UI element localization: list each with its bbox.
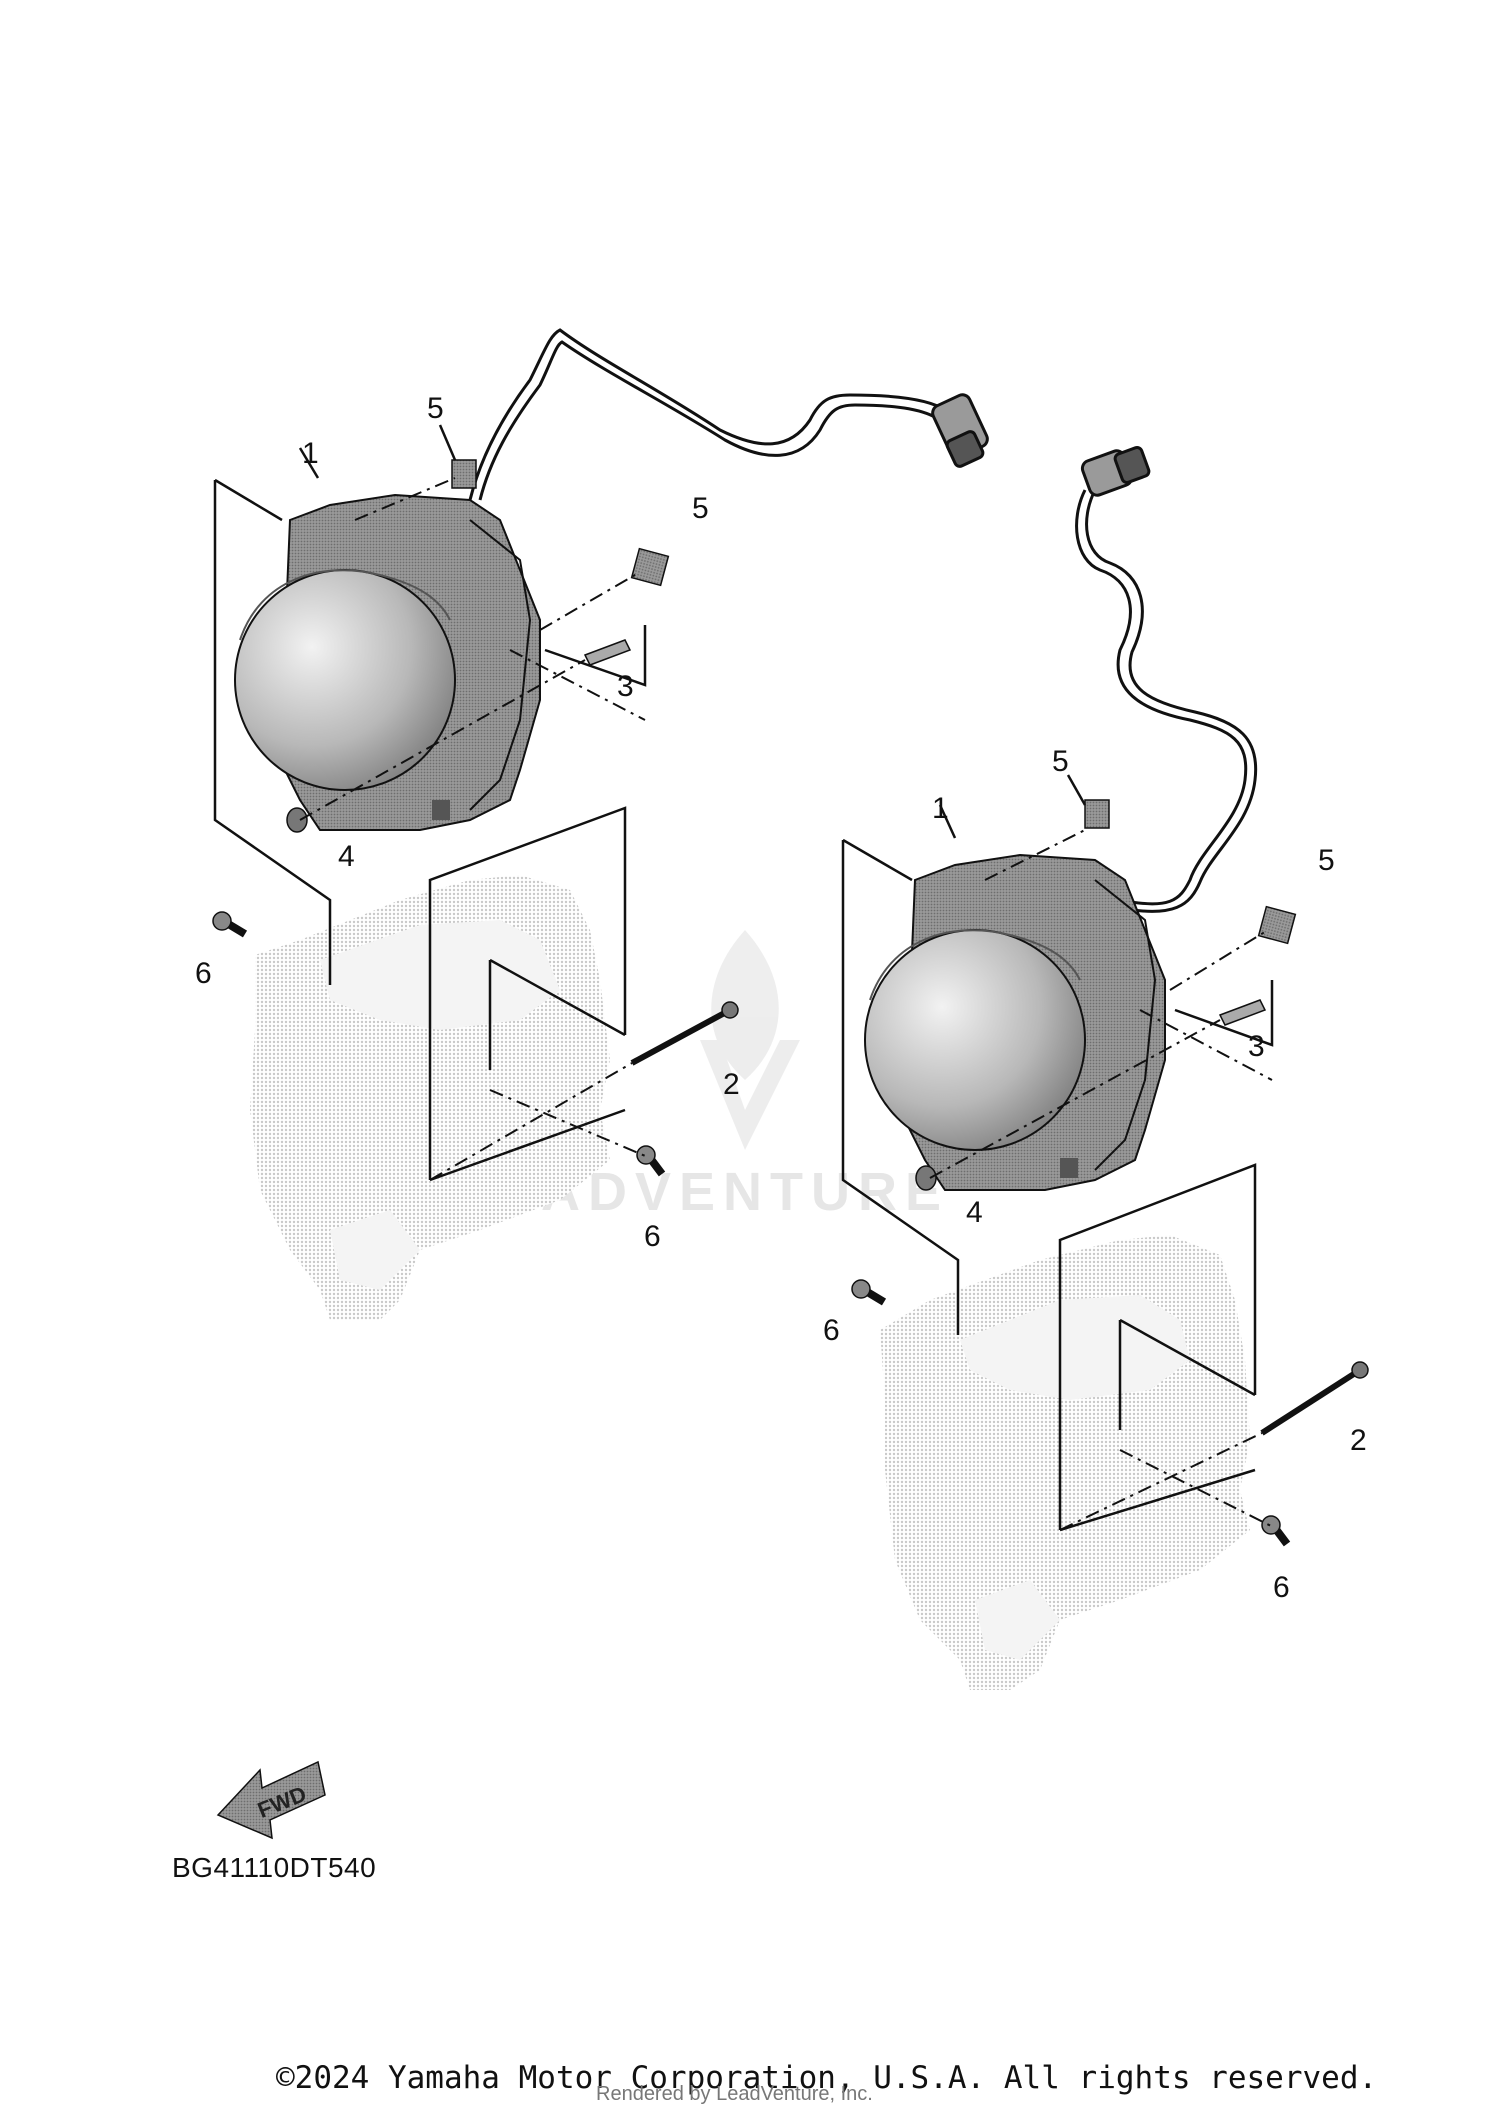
callout-right-5b: 5	[1318, 844, 1335, 877]
left-wiring-harness	[468, 328, 989, 501]
left-bolt-2	[630, 1007, 732, 1066]
copyright-notice: ©2024 Yamaha Motor Corporation, U.S.A. A…	[276, 2060, 1378, 2096]
callout-left-6b: 6	[644, 1220, 661, 1253]
right-headlight-lens	[864, 929, 1086, 1151]
right-spring-3	[1218, 999, 1267, 1026]
right-small-parts	[851, 799, 1369, 1547]
right-bracket	[880, 1235, 1250, 1690]
callout-right-1: 1	[932, 792, 949, 825]
right-nut-4	[915, 1165, 937, 1191]
callout-right-3: 3	[1248, 1030, 1265, 1063]
left-headlight-unit	[234, 493, 541, 831]
left-leader-lines	[213, 424, 647, 1182]
callout-right-4: 4	[966, 1196, 983, 1229]
right-dash-lines	[929, 829, 1276, 1531]
diagram-code: BG41110DT540	[172, 1852, 377, 1883]
callout-right-6b: 6	[1273, 1571, 1290, 1604]
left-spring-3	[583, 639, 632, 666]
callout-left-6a: 6	[195, 957, 212, 990]
callout-left-5b: 5	[692, 492, 709, 525]
right-bolt-2	[1260, 1367, 1362, 1436]
callout-left-1: 1	[302, 437, 319, 470]
callout-right-6a: 6	[823, 1314, 840, 1347]
callout-left-5a: 5	[427, 392, 444, 425]
callout-right-5a: 5	[1052, 745, 1069, 778]
right-wiring-harness	[1075, 446, 1258, 913]
left-small-parts	[212, 459, 739, 1177]
callout-left-3: 3	[617, 670, 634, 703]
right-headlight-unit	[864, 853, 1166, 1191]
rendered-by-notice: Rendered by LeadVenture, Inc.	[596, 2083, 873, 2105]
left-nut-4	[286, 807, 308, 833]
fwd-arrow: FWD	[216, 1760, 326, 1840]
callout-labels: 1 5 5 3 4 6 2 6 5 1 5 3 4 6 2 6	[195, 392, 1367, 1604]
right-leader-lines	[841, 774, 1274, 1532]
left-dash-lines	[299, 477, 651, 1181]
callout-right-2: 2	[1350, 1424, 1367, 1457]
right-clip-5b	[1257, 905, 1297, 945]
left-headlight-lens	[234, 569, 456, 791]
right-clip-5a	[1084, 799, 1110, 829]
left-clip-5a	[451, 459, 477, 489]
callout-left-4: 4	[338, 840, 355, 873]
callout-left-2: 2	[723, 1068, 740, 1101]
left-clip-5b	[630, 547, 670, 587]
